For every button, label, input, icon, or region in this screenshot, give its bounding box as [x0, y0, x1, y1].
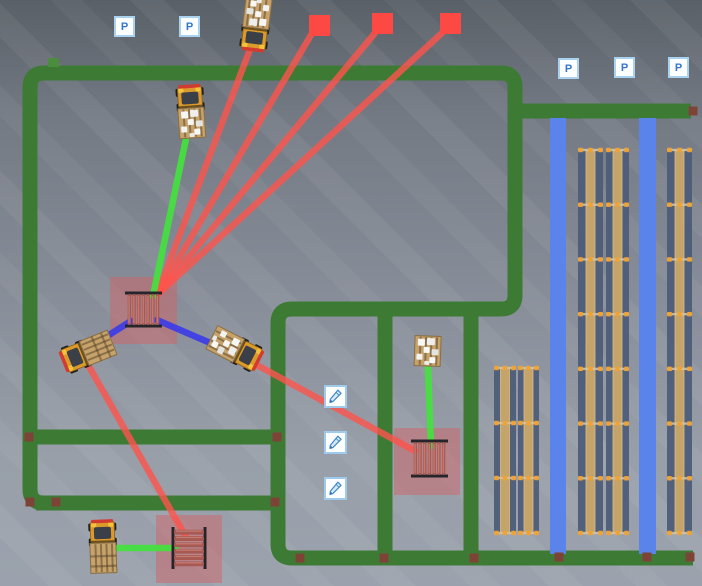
- storage-rack[interactable]: [518, 365, 539, 536]
- pallet-stack[interactable]: [171, 527, 207, 569]
- forklift[interactable]: [239, 0, 273, 53]
- parking-sign[interactable]: P: [614, 57, 635, 78]
- parking-sign[interactable]: P: [179, 16, 200, 37]
- green-route-line: [149, 130, 191, 300]
- tool-station-icon[interactable]: [324, 431, 347, 454]
- dock-target-square[interactable]: [440, 13, 461, 34]
- parking-sign-label: P: [674, 61, 683, 74]
- tool-station-icon[interactable]: [324, 385, 347, 408]
- storage-rack[interactable]: [606, 147, 629, 536]
- red-route-line: [153, 29, 446, 299]
- road-path: [22, 65, 693, 566]
- pen-tool-glyph-icon: [329, 435, 342, 450]
- road-node-marker: [295, 553, 305, 563]
- parking-sign[interactable]: P: [668, 57, 689, 78]
- parking-sign[interactable]: P: [114, 16, 135, 37]
- forklift[interactable]: [57, 329, 118, 375]
- red-route-line: [153, 40, 256, 299]
- forklift[interactable]: [205, 324, 265, 374]
- road-node-marker: [270, 497, 280, 507]
- road-node-marker: [24, 432, 34, 442]
- parking-sign[interactable]: P: [558, 58, 579, 79]
- parking-sign-label: P: [564, 62, 573, 75]
- storage-rack[interactable]: [667, 147, 692, 536]
- tool-station-icon[interactable]: [324, 477, 347, 500]
- pen-tool-glyph-icon: [329, 481, 342, 496]
- road-node-marker: [554, 552, 564, 562]
- agv-lane: [639, 118, 656, 554]
- dock-target-square[interactable]: [372, 13, 393, 34]
- red-route-line: [153, 31, 315, 299]
- road-node-marker: [272, 432, 282, 442]
- forklift[interactable]: [88, 519, 118, 574]
- pallet-stack[interactable]: [125, 291, 162, 328]
- storage-rack[interactable]: [494, 365, 516, 536]
- road-node-marker: [25, 497, 35, 507]
- agv-lane: [550, 118, 566, 554]
- parking-sign-label: P: [185, 20, 194, 33]
- pen-tool-glyph-icon: [329, 389, 342, 404]
- dock-target-square[interactable]: [309, 15, 330, 36]
- storage-rack[interactable]: [578, 147, 603, 536]
- green-route-line: [424, 363, 435, 450]
- red-route-line: [83, 359, 190, 541]
- road-node-marker: [469, 553, 479, 563]
- pallet-stack[interactable]: [411, 439, 448, 478]
- parking-sign-label: P: [120, 20, 129, 33]
- drop-zone[interactable]: [394, 428, 460, 495]
- road-node-marker: [642, 552, 652, 562]
- parking-sign-label: P: [620, 61, 629, 74]
- red-route-line: [153, 29, 379, 299]
- road-node-marker: [688, 106, 698, 116]
- road-node-marker: [51, 497, 61, 507]
- forklift[interactable]: [175, 83, 207, 140]
- road-node-marker: [685, 552, 695, 562]
- road-node-marker: [379, 553, 389, 563]
- pallet[interactable]: [413, 335, 442, 367]
- road-stub: [48, 58, 59, 67]
